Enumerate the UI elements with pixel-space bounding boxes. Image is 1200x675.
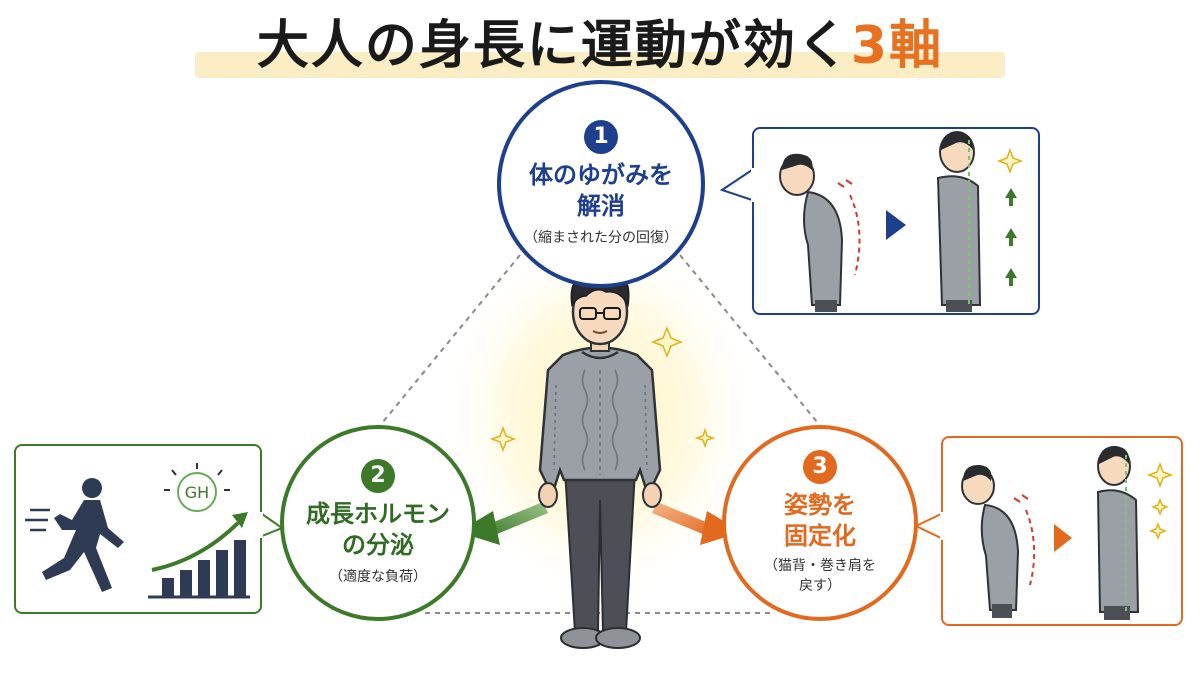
axis-2-panel (14, 444, 262, 614)
title-main: 大人の身長に運動が効く (256, 16, 851, 76)
axis-3-circle: 3 姿勢を 固定化 （猫背・巻き肩を 戻す） (722, 425, 918, 621)
axis-1-heading-line1: 体のゆがみを (529, 161, 673, 189)
axis-2-note: （適度な負荷） (329, 569, 427, 585)
axis-1-panel (752, 127, 1040, 315)
axis-3-number: 3 (803, 450, 837, 484)
title-accent: 3軸 (850, 16, 944, 76)
axis-3-panel (941, 436, 1183, 626)
axis-1-heading-line2: 解消 (577, 192, 625, 220)
axis-2-heading-line1: 成長ホルモン (306, 500, 450, 528)
right-arrow-icon (652, 502, 742, 545)
axis-3-heading-line2: 固定化 (784, 522, 856, 550)
person-figure (538, 266, 662, 649)
title-highlight (195, 52, 1005, 78)
sparkle-icon (489, 325, 716, 453)
axis-3-note-line1: （猫背・巻き肩を (764, 558, 876, 574)
axis-3-note-line2: 戻す） (799, 578, 841, 594)
axis-2-circle: 2 成長ホルモン の分泌 （適度な負荷） (280, 425, 476, 621)
axis-1-number: 1 (584, 120, 618, 154)
axis-2-number: 2 (361, 459, 395, 493)
page-title: 大人の身長に運動が効く3軸 (257, 14, 943, 78)
axis-2-heading-line2: の分泌 (342, 531, 414, 559)
axis-1-note: （縮まされた分の回復） (524, 230, 678, 246)
axis-1-circle: 1 体のゆがみを 解消 （縮まされた分の回復） (497, 80, 705, 288)
left-arrow-icon (458, 502, 548, 545)
title-block: 大人の身長に運動が効く3軸 (0, 14, 1200, 78)
axis-3-heading-line1: 姿勢を (784, 491, 856, 519)
